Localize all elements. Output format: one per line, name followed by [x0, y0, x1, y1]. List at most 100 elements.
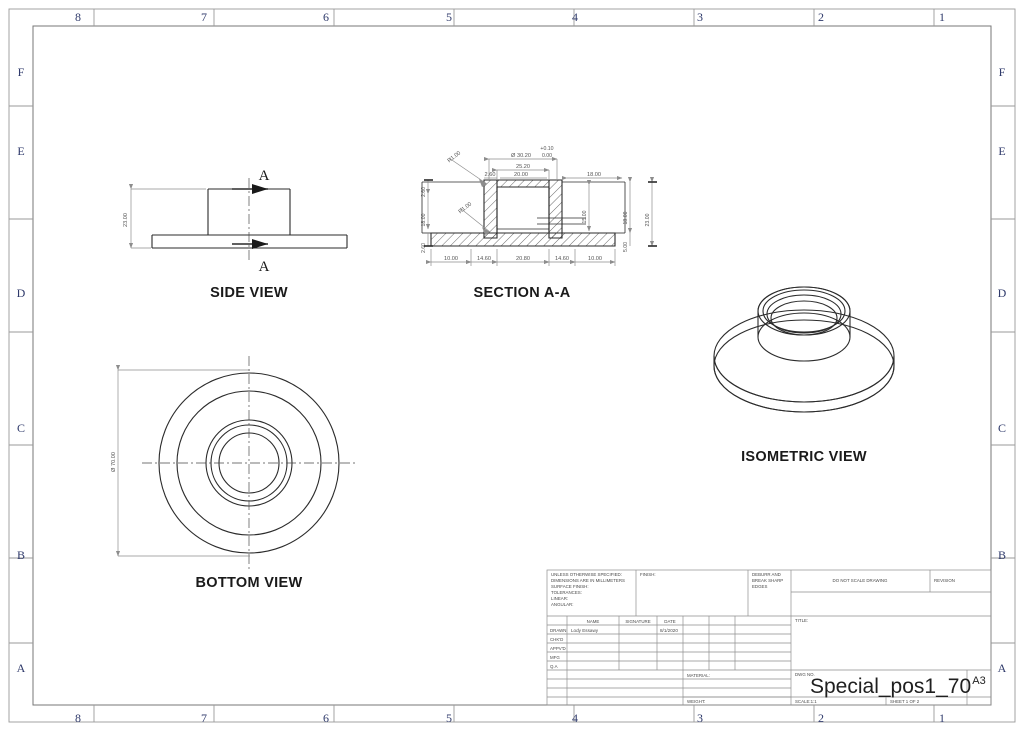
- zone-right-d: D: [998, 286, 1007, 300]
- revision-label: REVISION: [934, 578, 955, 583]
- row-role-drawn: DRAWN: [550, 628, 566, 633]
- dwg-no-label: DWG NO.: [795, 672, 815, 677]
- section-dim-boss-width: 20.00: [500, 172, 547, 179]
- zone-labels-right: F E D C B A: [998, 65, 1007, 675]
- boss-height-value: 18.00: [623, 211, 629, 224]
- zone-left-a: A: [17, 661, 26, 675]
- section-label-a-bottom: A: [259, 259, 270, 275]
- zone-labels-left: F E D C B A: [17, 65, 26, 675]
- bore-diameter-value: Ø 30.20: [511, 153, 531, 159]
- section-mark-a: A A: [232, 168, 270, 275]
- title-label: TITLE:: [795, 618, 808, 623]
- sheet-size-value: A3: [972, 675, 985, 687]
- zone-top-7: 7: [201, 10, 207, 24]
- wall-thickness-value: 2.60: [485, 172, 496, 178]
- zone-left-e: E: [17, 144, 24, 158]
- inner-width-value: 25.20: [516, 164, 530, 170]
- weight-label: WEIGHT:: [687, 699, 705, 704]
- note-line-3: SURFACE FINISH:: [551, 584, 589, 589]
- zone-left-c: C: [17, 421, 25, 435]
- zone-bottom-7: 7: [201, 711, 207, 725]
- zone-right-f: F: [999, 65, 1006, 79]
- column-name: NAME: [587, 619, 600, 624]
- zone-labels-bottom: 8 7 6 5 4 3 2 1: [75, 711, 945, 725]
- bore-tol-lower-value: 0.00: [542, 153, 552, 159]
- zone-bottom-1: 1: [939, 711, 945, 725]
- zone-right-c: C: [998, 421, 1006, 435]
- boss-width-value: 20.00: [514, 172, 528, 178]
- side-view: A A 23.00 SIDE VIEW: [123, 168, 348, 301]
- deburr-label-3: EDGES: [752, 584, 767, 589]
- zone-top-3: 3: [697, 10, 703, 24]
- zone-top-1: 1: [939, 10, 945, 24]
- section-label-a-top: A: [259, 168, 270, 184]
- zone-top-2: 2: [818, 10, 824, 24]
- dwg-no-value: Special_pos1_70: [810, 675, 971, 698]
- flange-step-value: 5.00: [623, 242, 629, 252]
- section-dim-bottom-chain: 10.00 14.60 20.80 14.60 10.00: [425, 249, 616, 266]
- row-role-mfg: MFG: [550, 655, 560, 660]
- zone-left-b: B: [17, 548, 25, 562]
- row-date-drawn: 8/1/2020: [660, 628, 678, 633]
- top-wall-value: 2.60: [421, 187, 427, 197]
- note-line-2: DIMENSIONS ARE IN MILLIMETERS: [551, 578, 625, 583]
- bottom-view-dim-diameter: Ø 70.00: [111, 364, 250, 557]
- material-label: MATERIAL:: [687, 673, 710, 678]
- zone-bottom-8: 8: [75, 711, 81, 725]
- chain-4-value: 14.60: [555, 256, 569, 262]
- zone-left-f: F: [18, 65, 25, 79]
- section-dim-wall-thickness: 2.60: [484, 172, 497, 179]
- chain-3-value: 20.80: [516, 256, 530, 262]
- flange-thickness-value: 2.60: [421, 243, 427, 253]
- finish-label: FINISH:: [640, 572, 656, 577]
- zone-bottom-3: 3: [697, 711, 703, 725]
- zone-right-a: A: [998, 661, 1007, 675]
- title-block: UNLESS OTHERWISE SPECIFIED: DIMENSIONS A…: [546, 569, 992, 706]
- row-role-chkd: CHK'D: [550, 637, 563, 642]
- zone-top-5: 5: [446, 10, 452, 24]
- column-signature: SIGNATURE: [625, 619, 650, 624]
- row-role-appvd: APPV'D: [550, 646, 566, 651]
- section-dim-flange-right: 18.00: [561, 172, 623, 181]
- chain-1-value: 10.00: [444, 256, 458, 262]
- scale-label: SCALE:1:1: [795, 699, 817, 704]
- deburr-label-2: BREAK SHARP: [752, 578, 783, 583]
- side-view-height-value: 23.00: [123, 213, 129, 227]
- side-view-label: SIDE VIEW: [210, 285, 288, 301]
- section-dim-inner-width: 25.20: [491, 164, 550, 179]
- bottom-view-diameter-value: Ø 70.00: [111, 452, 117, 472]
- zone-top-6: 6: [323, 10, 329, 24]
- chain-2-value: 14.60: [477, 256, 491, 262]
- zone-bottom-2: 2: [818, 711, 824, 725]
- section-dim-right-chain: 15.00 18.00 5.00 23.00: [582, 176, 657, 252]
- section-dim-left-chain: 2.60 18.00 2.60: [421, 179, 433, 253]
- sheet-frame: [8, 8, 1016, 723]
- side-view-dim-height: 23.00: [123, 183, 206, 249]
- zone-bottom-4: 4: [572, 711, 578, 725]
- isometric-view: ISOMETRIC VIEW: [713, 286, 895, 465]
- bottom-view: Ø 70.00 BOTTOM VIEW: [111, 356, 356, 591]
- bottom-view-label: BOTTOM VIEW: [196, 575, 303, 591]
- do-not-scale-label: DO NOT SCALE DRAWING: [833, 578, 888, 583]
- zone-top-8: 8: [75, 10, 81, 24]
- chain-5-value: 10.00: [588, 256, 602, 262]
- section-overall-height-value: 23.00: [645, 213, 651, 226]
- row-name-drawn: Lody Essawy: [571, 628, 599, 633]
- note-line-5: LINEAR:: [551, 596, 568, 601]
- flange-right-value: 18.00: [587, 172, 601, 178]
- bore-tol-upper-value: +0.10: [540, 146, 553, 152]
- section-hatching: [431, 180, 615, 246]
- note-line-6: ANGULAR:: [551, 602, 573, 607]
- row-role-qa: Q.A: [550, 664, 558, 669]
- zone-right-e: E: [998, 144, 1005, 158]
- zone-bottom-5: 5: [446, 711, 452, 725]
- counterbore-depth-value: 15.00: [582, 210, 588, 223]
- note-line-4: TOLERANCES:: [551, 590, 582, 595]
- sheet-number-label: SHEET 1 OF 2: [890, 699, 920, 704]
- deburr-label-1: DEBURR AND: [752, 572, 781, 577]
- zone-right-b: B: [998, 548, 1006, 562]
- bore-depth-value: 18.00: [421, 213, 427, 226]
